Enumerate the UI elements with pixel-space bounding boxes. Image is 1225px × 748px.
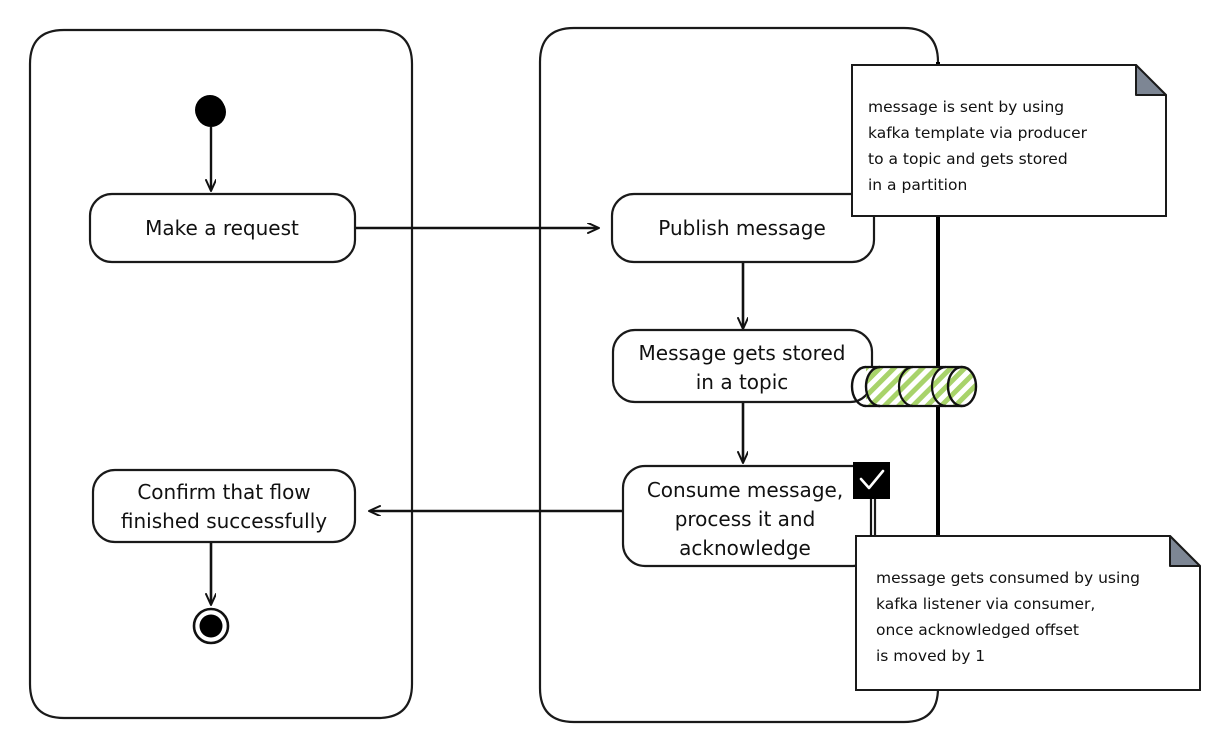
node-publish-message-label: Publish message [658,216,826,240]
node-message-gets-stored[interactable]: Message gets stored in a topic [611,328,874,404]
note-producer-line-1: message is sent by using [868,98,1064,116]
node-message-gets-stored-label-line1: Message gets stored [639,341,846,365]
node-consume-message[interactable]: Consume message, process it and acknowle… [621,464,877,568]
node-consume-message-label-line1: Consume message, [647,478,843,502]
note-producer-line-3: to a topic and gets stored [868,150,1068,168]
node-consume-message-label-line3: acknowledge [679,536,811,560]
topic-cylinder-icon [850,365,978,408]
note-producer: message is sent by using kafka template … [851,64,1167,217]
node-consume-message-label-line2: process it and [675,507,816,531]
start-node [195,95,226,127]
acknowledge-check-icon [853,462,890,499]
node-make-a-request-label: Make a request [145,216,299,240]
note-consumer-line-3: once acknowledged offset [876,621,1079,639]
note-consumer-line-2: kafka listener via consumer, [876,595,1095,613]
note-producer-line-2: kafka template via producer [868,124,1088,142]
node-confirm-flow[interactable]: Confirm that flow finished successfully [91,468,357,544]
node-confirm-flow-label-line2: finished successfully [121,509,327,533]
node-publish-message[interactable]: Publish message [610,192,876,264]
note-consumer-line-4: is moved by 1 [876,647,985,665]
note-consumer: message gets consumed by using kafka lis… [855,535,1201,691]
note-producer-line-4: in a partition [868,176,967,194]
note-consumer-line-1: message gets consumed by using [876,569,1140,587]
node-make-a-request[interactable]: Make a request [88,192,357,264]
node-message-gets-stored-label-line2: in a topic [696,370,789,394]
node-confirm-flow-label-line1: Confirm that flow [137,480,310,504]
end-node [192,607,230,645]
